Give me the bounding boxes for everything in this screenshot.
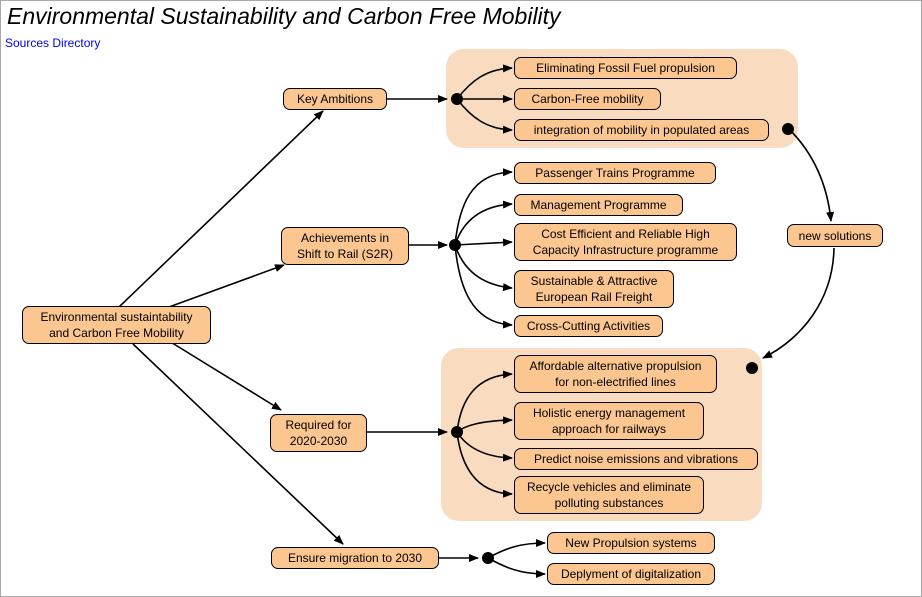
page-title: Environmental Sustainability and Carbon …: [7, 3, 561, 29]
edge-dot-achievement-1: [454, 168, 513, 246]
edge-root-key-ambitions: [118, 110, 324, 308]
node-new-solutions[interactable]: new solutions: [787, 224, 883, 247]
node-achievement-2[interactable]: Management Programme: [514, 194, 683, 216]
edge-dot-migration-2: [487, 557, 546, 578]
node-required[interactable]: Required for 2020-2030: [270, 414, 367, 452]
node-root[interactable]: Environmental sustaintability and Carbon…: [22, 306, 211, 344]
node-required-4[interactable]: Recycle vehicles and eliminate polluting…: [514, 476, 704, 514]
edge-dot-ambition-1: [456, 64, 513, 100]
node-ambition-3[interactable]: integration of mobility in populated are…: [514, 119, 769, 141]
node-required-1[interactable]: Affordable alternative propulsion for no…: [514, 355, 717, 393]
edge-dot-achievement-5: [454, 244, 513, 329]
node-key-ambitions[interactable]: Key Ambitions: [283, 88, 387, 110]
junction-dot-ambitions: [451, 93, 463, 105]
edge-dot-required-3: [456, 431, 513, 462]
group-dot-required: [746, 362, 758, 374]
edge-dot-ambition-3: [456, 98, 513, 134]
edge-new-solutions-to-required: [762, 247, 835, 359]
edge-dot-achievement-4: [454, 244, 513, 292]
group-dot-ambitions: [782, 123, 794, 135]
edge-dot-achievement-3: [454, 238, 513, 247]
node-required-3[interactable]: Predict noise emissions and vibrations: [514, 448, 758, 470]
edge-dot-required-2: [456, 416, 513, 433]
edge-root-achievements: [168, 264, 285, 308]
edge-dot-migration-1: [487, 539, 546, 559]
node-ambition-2[interactable]: Carbon-Free mobility: [514, 88, 661, 110]
node-achievement-4[interactable]: Sustainable & Attractive European Rail F…: [514, 270, 674, 308]
node-achievement-1[interactable]: Passenger Trains Programme: [514, 162, 716, 184]
node-achievement-5[interactable]: Cross-Cutting Activities: [514, 315, 663, 337]
sources-directory-link[interactable]: Sources Directory: [5, 36, 101, 50]
edge-dot-required-4: [456, 431, 513, 498]
junction-dot-migration: [482, 552, 494, 564]
node-migration-2[interactable]: Deplyment of digitalization: [547, 563, 715, 585]
node-achievement-3[interactable]: Cost Efficient and Reliable High Capacit…: [514, 223, 737, 261]
node-required-2[interactable]: Holistic energy management approach for …: [514, 402, 704, 440]
node-ambition-1[interactable]: Eliminating Fossil Fuel propulsion: [514, 57, 737, 79]
edge-dot-achievement-2: [454, 200, 513, 246]
junction-dot-required: [451, 426, 463, 438]
node-ensure-migration[interactable]: Ensure migration to 2030: [271, 547, 439, 569]
edge-root-required: [168, 340, 282, 411]
node-migration-1[interactable]: New Propulsion systems: [547, 532, 715, 554]
edge-dot-required-1: [456, 370, 513, 433]
edge-root-migration: [132, 343, 344, 545]
edge-ambitions-to-new-solutions: [788, 128, 835, 222]
node-achievements[interactable]: Achievements in Shift to Rail (S2R): [281, 227, 409, 265]
junction-dot-achievements: [449, 239, 461, 251]
